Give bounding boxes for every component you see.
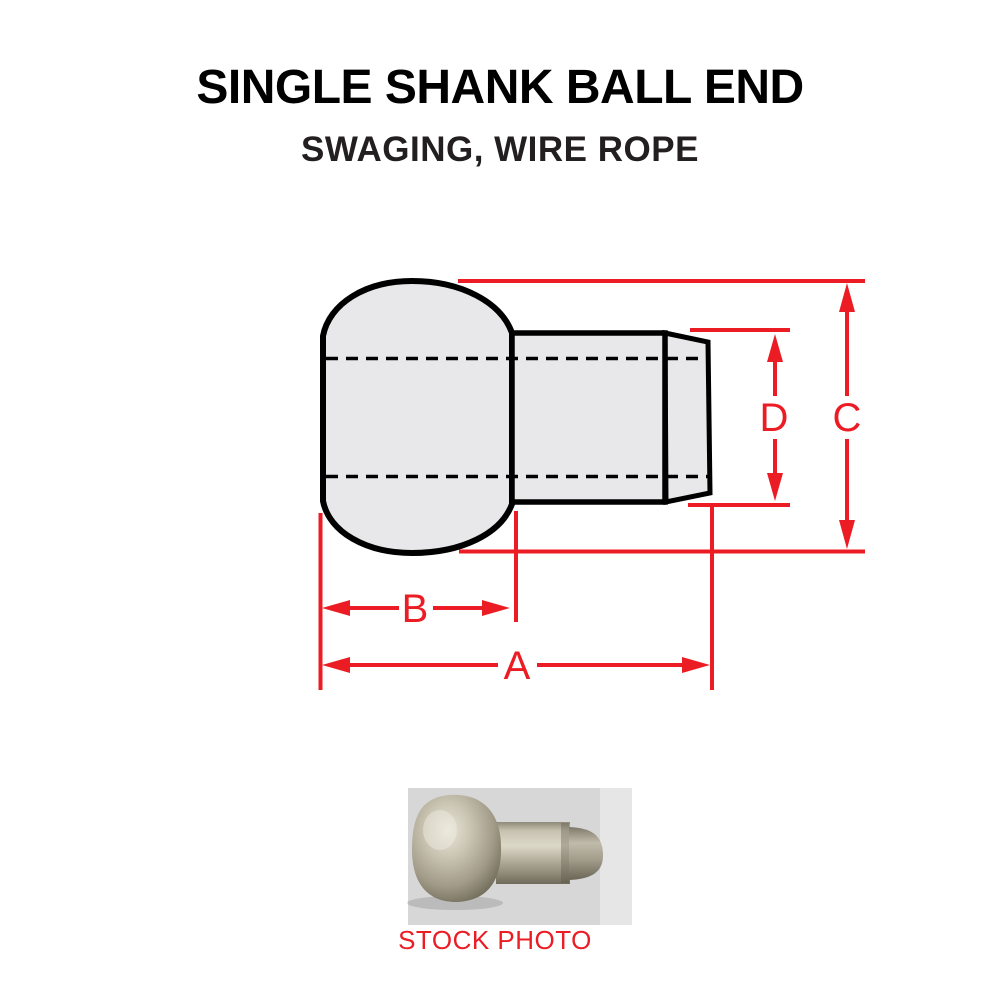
dim-c-arrow-down-icon [839, 520, 855, 549]
dim-c-arrow-up-icon [839, 283, 855, 312]
dimension-c: C [458, 279, 865, 554]
photo-swage-neck [561, 823, 569, 883]
dim-d-arrow-up-icon [767, 334, 783, 362]
photo-tip [569, 827, 604, 880]
dim-b-arrow-right-icon [482, 600, 510, 616]
dim-d-arrow-down-icon [767, 473, 783, 501]
shank-outline [509, 330, 668, 505]
dim-label-a: A [504, 644, 531, 688]
ball-outline [320, 277, 515, 557]
dimension-d: D [688, 328, 790, 507]
dim-a-arrow-right-icon [682, 657, 710, 673]
dimension-b: B [318, 511, 518, 690]
dim-label-d: D [760, 396, 789, 440]
page-title: SINGLE SHANK BALL END [196, 61, 804, 114]
dim-b-arrow-left-icon [322, 600, 350, 616]
photo-ball [412, 794, 502, 903]
page-subtitle: SWAGING, WIRE ROPE [301, 130, 699, 169]
dim-label-b: B [402, 587, 429, 631]
dimension-a: A [322, 505, 714, 690]
photo-background-highlight [600, 788, 632, 925]
photo-part-shadow [407, 896, 503, 910]
stock-photo-caption: STOCK PHOTO [398, 925, 592, 955]
dim-a-arrow-left-icon [322, 657, 350, 673]
part-outline-drawing [320, 277, 713, 557]
product-photo [407, 788, 632, 925]
photo-ball-highlight [423, 810, 457, 850]
photo-shank [496, 822, 570, 884]
dim-label-c: C [833, 396, 862, 440]
